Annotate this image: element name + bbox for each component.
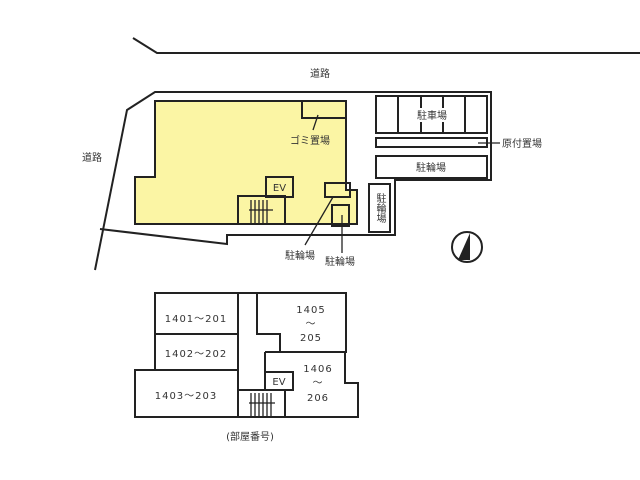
- parking-label: 駐車場: [417, 109, 447, 122]
- parking-label-bg: [410, 108, 454, 122]
- bike-strip-label: 駐輪場: [416, 161, 446, 174]
- floor-plan-caption: (部屋番号): [226, 430, 274, 443]
- floor-stair-treads: [249, 393, 275, 417]
- room-label-202: 1402～202: [165, 349, 228, 360]
- bike-area-a: [324, 182, 351, 198]
- room-206-bot: 206: [307, 393, 329, 404]
- bike-b-label: 駐輪場: [325, 255, 355, 268]
- room-206-mid: ～: [313, 378, 324, 389]
- room-203: [134, 369, 239, 418]
- moped-label: 原付置場: [502, 137, 542, 150]
- bike-vertical-label: 駐輪場: [374, 192, 386, 224]
- room-label-203: 1403～203: [155, 391, 218, 402]
- elevator-label: EV: [273, 183, 286, 194]
- room-202: [154, 333, 239, 371]
- road-top-label: 道路: [310, 67, 330, 80]
- garbage-label: ゴミ置場: [290, 134, 330, 147]
- bike-a-leader: [304, 196, 334, 246]
- north-arrow-icon: [451, 231, 483, 263]
- room-206: [238, 351, 359, 418]
- bike-vertical: [368, 183, 391, 233]
- bike-strip: [375, 155, 488, 179]
- stair-treads: [249, 200, 273, 224]
- room-205-mid: ～: [306, 319, 317, 330]
- building: [134, 100, 358, 225]
- floor-ev-label: EV: [272, 377, 285, 388]
- moped-area: [375, 137, 488, 148]
- room-206-top: 1406: [303, 364, 332, 375]
- bike-a-label: 駐輪場: [285, 249, 315, 262]
- bike-area-b: [331, 204, 350, 227]
- room-205-bot: 205: [300, 333, 322, 344]
- site-boundary: [94, 91, 492, 271]
- room-label-201: 1401～201: [165, 314, 228, 325]
- room-205-top: 1405: [296, 305, 325, 316]
- room-201: [154, 292, 239, 335]
- floor-staircase: [238, 389, 286, 417]
- floor-plan: EV 1401～201 1402～202 1403～203 1405 ～ 205…: [134, 292, 359, 418]
- garbage-area: [301, 100, 347, 119]
- staircase: [237, 195, 286, 224]
- road-edge: [132, 37, 640, 54]
- road-left-label: 道路: [82, 151, 102, 164]
- parking-area: [375, 95, 488, 134]
- garbage-leader: [312, 114, 319, 131]
